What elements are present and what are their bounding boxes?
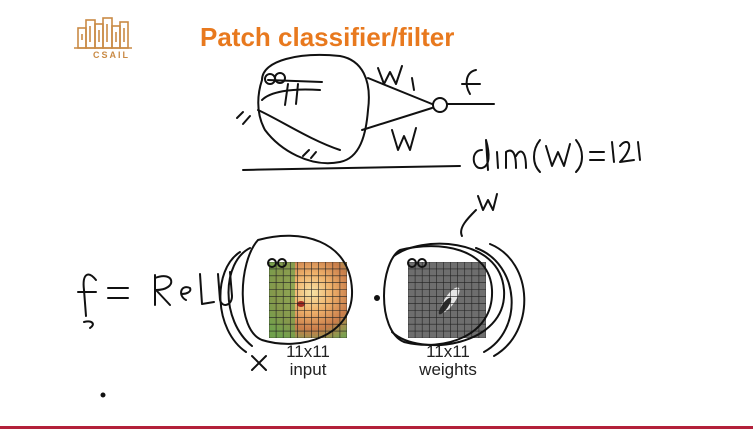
- bottom-bar: [0, 426, 753, 429]
- weights-label: weights: [419, 360, 477, 379]
- weights-patch-grid: [408, 262, 486, 338]
- input-caption: 11x11 input: [268, 343, 348, 379]
- weights-caption: 11x11 weights: [406, 343, 490, 379]
- slide-title: Patch classifier/filter: [200, 22, 455, 52]
- weights-size-label: 11x11: [426, 342, 470, 361]
- input-patch-grid: [269, 262, 347, 338]
- input-label: input: [289, 360, 327, 379]
- csail-logo-icon: [74, 17, 132, 49]
- input-size-label: 11x11: [286, 342, 330, 361]
- logo-text: CSAIL: [93, 50, 130, 60]
